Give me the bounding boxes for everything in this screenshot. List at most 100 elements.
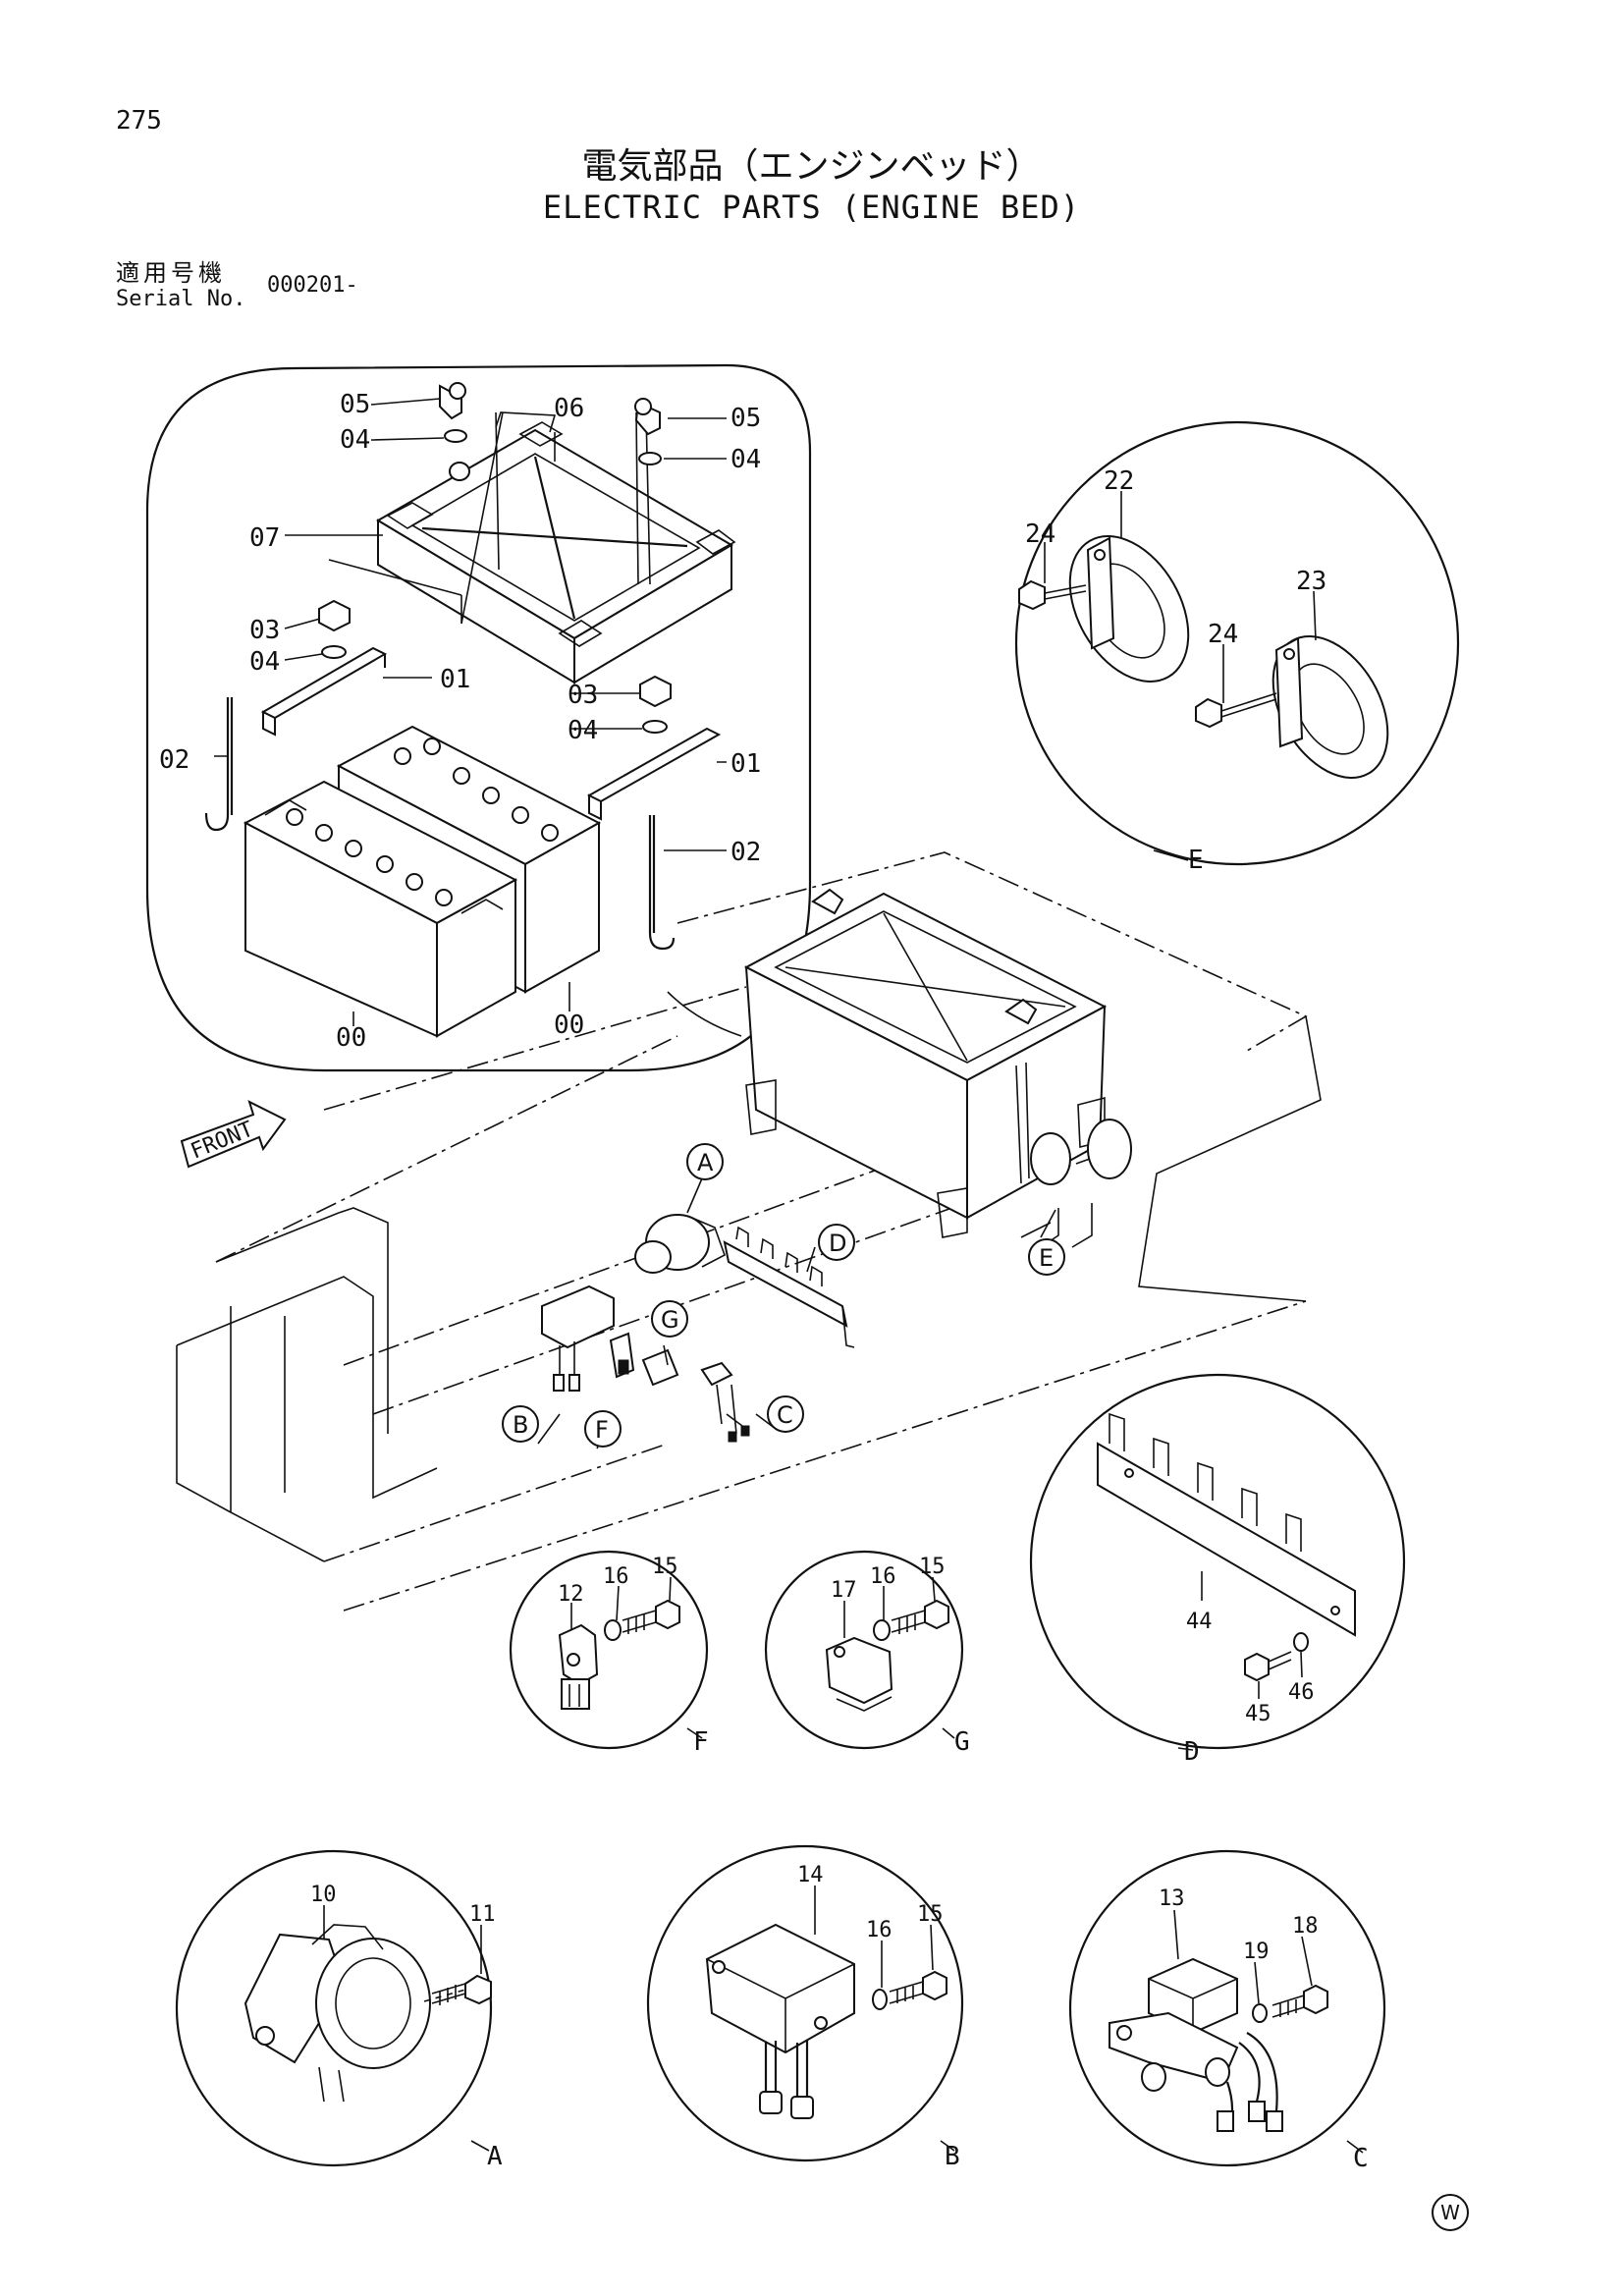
serial-label-japanese: 適用号機 <box>116 259 226 287</box>
callout-24: 24 <box>1208 620 1238 649</box>
callout-15: 15 <box>917 1902 944 1927</box>
serial-label-english: Serial No. <box>116 287 246 311</box>
callout-45: 45 <box>1245 1702 1271 1726</box>
callout-05: 05 <box>340 390 370 419</box>
detail-label-g: G <box>954 1727 970 1757</box>
horn-23 <box>1271 634 1389 780</box>
callout-04: 04 <box>340 425 370 455</box>
detail-label-c: C <box>1353 2144 1369 2173</box>
callout-15: 15 <box>919 1555 946 1579</box>
detail-label-b: B <box>945 2142 960 2171</box>
detail-a: 10 11 A <box>175 1849 503 2171</box>
ref-letter-g: G <box>661 1306 679 1334</box>
callout-11: 11 <box>469 1902 496 1927</box>
battery-detail-group <box>145 363 812 1072</box>
ref-letter-b: B <box>513 1411 528 1439</box>
callout-05: 05 <box>730 404 761 433</box>
detail-d-outline <box>1029 1373 1406 1750</box>
reference-markers: A D E G B F C <box>502 1143 1065 1449</box>
installed-horns <box>1030 1119 1132 1248</box>
callout-00: 00 <box>336 1023 366 1053</box>
ref-circle-b <box>502 1405 539 1443</box>
callout-13: 13 <box>1159 1886 1185 1911</box>
callout-24: 24 <box>1025 519 1055 549</box>
ref-letter-e: E <box>1039 1244 1054 1272</box>
detail-c-outline <box>1068 1849 1386 2167</box>
front-label: FRONT <box>188 1118 257 1165</box>
j-bolt-02-right <box>648 815 676 951</box>
page-number: 275 <box>116 106 162 136</box>
circled-w-mark: W <box>1432 2194 1469 2231</box>
horn-detail-e: 22 24 23 24 E <box>1014 420 1460 875</box>
bolt-24-upper <box>1018 579 1087 611</box>
ref-circle-f <box>584 1410 622 1448</box>
bracket-01-right <box>586 727 722 821</box>
ref-circle-e <box>1028 1238 1065 1276</box>
detail-f-outline <box>509 1550 709 1750</box>
callout-01: 01 <box>440 665 470 694</box>
callout-16: 16 <box>603 1564 629 1589</box>
wing-bolt-05-left <box>439 382 466 420</box>
serial-number-value: 000201- <box>267 273 358 298</box>
callout-07: 07 <box>249 523 280 553</box>
callout-06: 06 <box>554 394 584 423</box>
callout-19: 19 <box>1243 1940 1270 1964</box>
installed-regulator-b <box>541 1285 615 1392</box>
ref-letter-a: A <box>697 1149 714 1176</box>
callout-04: 04 <box>568 716 598 745</box>
callout-44: 44 <box>1186 1610 1213 1634</box>
detail-label-f: F <box>693 1727 709 1757</box>
ref-letter-d: D <box>829 1230 846 1257</box>
wing-bolt-05-right <box>634 398 661 436</box>
callout-03: 03 <box>249 616 280 645</box>
detail-a-outline <box>175 1849 493 2167</box>
detail-label-d: D <box>1184 1737 1200 1767</box>
washer-04-right <box>638 452 662 465</box>
callout-18: 18 <box>1292 1914 1319 1939</box>
ref-circle-c <box>767 1395 804 1433</box>
front-direction-arrow: FRONT <box>180 1100 287 1169</box>
callout-02: 02 <box>159 745 189 775</box>
callout-04: 04 <box>730 445 761 474</box>
ref-circle-d <box>818 1224 855 1261</box>
callout-12: 12 <box>558 1582 584 1607</box>
nut-03-left <box>318 599 351 632</box>
installed-relay-g <box>641 1348 679 1387</box>
detail-label-e: E <box>1188 846 1204 875</box>
nut-03-right <box>639 675 672 708</box>
detail-f: 12 16 15 F <box>509 1550 709 1757</box>
callout-10: 10 <box>310 1883 337 1907</box>
detail-c: 13 19 18 C <box>1068 1849 1386 2173</box>
installed-battery-box <box>667 888 1108 1238</box>
callout-46: 46 <box>1288 1680 1315 1705</box>
battery-00-front <box>243 780 518 1038</box>
washer-04-mid-left <box>321 645 347 659</box>
callout-23: 23 <box>1296 567 1326 596</box>
ref-circle-a <box>686 1143 724 1180</box>
callout-16: 16 <box>870 1564 896 1589</box>
detail-g-outline <box>764 1550 964 1750</box>
battery-cover <box>376 411 736 684</box>
bolt-24-lower <box>1195 692 1277 729</box>
washer-04-left <box>444 429 467 443</box>
ref-letter-c: C <box>777 1401 793 1429</box>
detail-d: 44 45 46 D <box>1029 1373 1406 1767</box>
callout-02: 02 <box>730 838 761 867</box>
machine-frame <box>176 851 1322 1612</box>
detail-g: 17 16 15 G <box>764 1550 970 1757</box>
callout-04: 04 <box>249 647 280 677</box>
callout-15: 15 <box>652 1555 678 1579</box>
callout-14: 14 <box>797 1863 824 1887</box>
callout-22: 22 <box>1104 466 1134 496</box>
horn-detail-outline <box>1014 420 1460 866</box>
title-japanese: 電気部品（エンジンベッド） <box>581 146 1042 187</box>
callout-17: 17 <box>831 1578 857 1603</box>
installed-relay-c <box>700 1361 750 1443</box>
detail-b-outline <box>646 1844 964 2162</box>
installed-relay-a <box>634 1214 726 1274</box>
horn-22 <box>1068 535 1190 683</box>
installed-relay-f <box>609 1332 635 1379</box>
washer-04-mid-right <box>642 720 668 734</box>
ref-circle-g <box>651 1300 688 1338</box>
